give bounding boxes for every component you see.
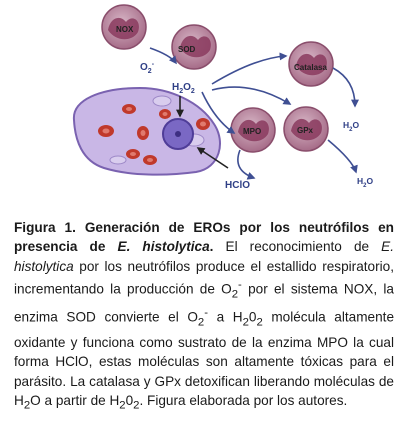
neutrophil-nox: NOX: [101, 4, 147, 50]
attack-arrows: [176, 96, 229, 169]
figure-caption: Figura 1. Generación de EROs por los neu…: [14, 220, 395, 412]
neutrophil-gpx: GPx: [283, 106, 329, 152]
ros-generation-figure: NOX SOD Catalasa MPO GPx O2- H2O2 HClO H…: [72, 4, 373, 191]
gpx-label: GPx: [297, 126, 314, 135]
superoxide-label: O2-: [140, 61, 155, 75]
caption-title: Figura 1. Generación de EROs por los neu…: [14, 220, 394, 255]
reaction-arrows: [149, 47, 359, 180]
h2o2-label: H2O2: [172, 82, 195, 95]
h2o-gpx-label: H2O: [357, 176, 373, 189]
catalasa-label: Catalasa: [294, 63, 327, 72]
hclo-label: HClO: [225, 180, 250, 191]
red-blood-cells: [98, 104, 210, 165]
h2o-catalasa-label: H2O: [343, 120, 359, 133]
sod-label: SOD: [178, 45, 196, 54]
neutrophil-sod: SOD: [171, 24, 217, 70]
neutrophil-catalasa: Catalasa: [288, 41, 334, 87]
nox-label: NOX: [116, 25, 134, 34]
mpo-label: MPO: [243, 127, 261, 136]
neutrophil-mpo: MPO: [230, 107, 276, 153]
